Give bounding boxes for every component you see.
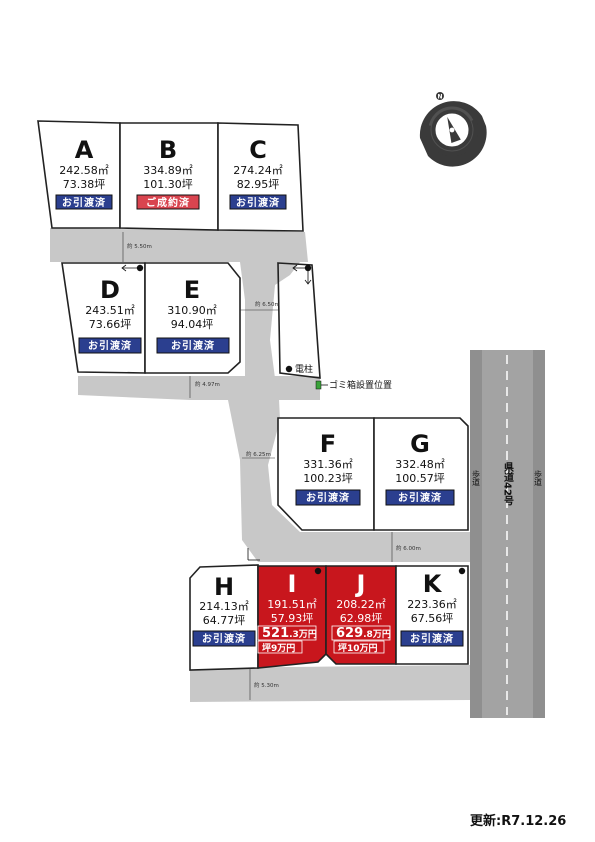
lot-K-status-badge: お引渡済 <box>400 630 464 647</box>
lot-C-letter: C <box>249 136 267 164</box>
lot-C-status-badge: お引渡済 <box>229 194 287 210</box>
lot-I-area-tsubo: 57.93坪 <box>271 612 314 625</box>
lot-letters: A B C D E F G H I J K <box>75 136 443 601</box>
price-tags: 521.3万円 坪9万円 629.8万円 坪10万円 <box>257 625 391 654</box>
lot-E-letter: E <box>184 276 200 304</box>
lot-K-area-sqm: 223.36㎡ <box>407 598 457 611</box>
svg-text:お引渡済: お引渡済 <box>306 491 350 504</box>
lot-corner-parcel-outline <box>277 262 321 379</box>
lot-areas: 242.58㎡ 73.38坪 334.89㎡ 101.30坪 274.24㎡ 8… <box>59 164 457 627</box>
lot-C-area-sqm: 274.24㎡ <box>233 164 283 177</box>
svg-text:お引渡済: お引渡済 <box>236 196 280 209</box>
lot-F-letter: F <box>320 430 336 458</box>
lot-A-area-sqm: 242.58㎡ <box>59 164 109 177</box>
road-center-vertical <box>210 378 470 562</box>
map-labels: 電柱 ゴミ箱設置位置 <box>295 363 392 391</box>
lot-G-area-tsubo: 100.57坪 <box>395 472 445 485</box>
road-width-center: 約 6.25m <box>246 450 271 458</box>
lot-I-price: 521.3万円 坪9万円 <box>257 625 317 654</box>
lot-H-status-badge: お引渡済 <box>192 630 256 647</box>
road-width-lower: 約 6.00m <box>396 544 421 552</box>
road-top <box>50 228 308 262</box>
lot-I-area-sqm: 191.51㎡ <box>267 598 317 611</box>
road-middle-vertical <box>240 262 300 378</box>
lot-J-area-tsubo: 62.98坪 <box>340 612 383 625</box>
lot-D-area-tsubo: 73.66坪 <box>89 318 132 331</box>
lot-J-letter: J <box>355 570 366 598</box>
lot-H-area-tsubo: 64.77坪 <box>203 614 246 627</box>
utility-pole-label: 電柱 <box>295 363 313 375</box>
lot-H-letter: H <box>214 573 234 601</box>
svg-text:629.8万円: 629.8万円 <box>336 626 391 641</box>
svg-text:お引渡済: お引渡済 <box>171 339 215 352</box>
road-width-bottom: 約 5.30m <box>254 681 279 689</box>
prefectural-road <box>470 350 545 718</box>
lot-A-letter: A <box>75 136 94 164</box>
lot-B-area-sqm: 334.89㎡ <box>143 164 193 177</box>
road-width-middle-top: 約 6.50m <box>255 300 280 308</box>
svg-text:お引渡済: お引渡済 <box>202 632 246 645</box>
road-width-top: 約 5.50m <box>127 242 152 250</box>
svg-text:N: N <box>438 94 443 101</box>
svg-text:お引渡済: お引渡済 <box>410 632 454 645</box>
svg-text:521.3万円: 521.3万円 <box>262 626 317 641</box>
road-middle-horizontal <box>78 376 320 400</box>
lot-F-status-badge: お引渡済 <box>295 489 361 506</box>
highway-labels: 歩道 県道42号 歩道 <box>472 461 543 507</box>
lot-B-letter: B <box>159 136 177 164</box>
lot-J-area-sqm: 208.22㎡ <box>336 598 386 611</box>
lot-F-area-tsubo: 100.23坪 <box>303 472 353 485</box>
lot-E-area-sqm: 310.90㎡ <box>167 304 217 317</box>
lot-E-area-tsubo: 94.04坪 <box>171 318 214 331</box>
lot-H-area-sqm: 214.13㎡ <box>199 600 249 613</box>
road-width-middle-left: 約 4.97m <box>195 380 220 388</box>
svg-text:坪9万円: 坪9万円 <box>262 642 295 654</box>
lot-D-status-badge: お引渡済 <box>78 337 142 354</box>
boundary-markers <box>121 264 466 575</box>
lot-G-status-badge: お引渡済 <box>385 489 455 506</box>
lot-A-status-badge: お引渡済 <box>55 194 113 210</box>
road-width-labels: 約 5.50m 約 6.50m 約 4.97m 約 6.25m 約 6.00m … <box>122 232 421 700</box>
compass-icon: N <box>419 92 487 167</box>
update-date: 更新:R7.12.26 <box>470 814 567 829</box>
lot-D-area-sqm: 243.51㎡ <box>85 304 135 317</box>
lot-I-letter: I <box>288 570 297 598</box>
lot-G-area-sqm: 332.48㎡ <box>395 458 445 471</box>
road-bottom <box>190 665 470 702</box>
lot-G-letter: G <box>410 430 430 458</box>
lot-A-area-tsubo: 73.38坪 <box>63 178 106 191</box>
lot-F-area-sqm: 331.36㎡ <box>303 458 353 471</box>
svg-text:お引渡済: お引渡済 <box>88 339 132 352</box>
lot-K-letter: K <box>423 570 443 598</box>
lot-D-letter: D <box>100 276 120 304</box>
svg-text:お引渡済: お引渡済 <box>398 491 442 504</box>
lot-C-area-tsubo: 82.95坪 <box>237 178 280 191</box>
sidewalk-right-label: 歩道 <box>534 469 543 487</box>
marker-lot-K <box>458 567 466 575</box>
internal-roads <box>50 228 470 702</box>
prefectural-road-label: 県道42号 <box>502 461 514 507</box>
lot-J-price: 629.8万円 坪10万円 <box>331 625 391 654</box>
status-badges: お引渡済 ご成約済 お引渡済 お引渡済 お引渡済 お引渡済 お引渡済 お引渡済 <box>55 194 464 647</box>
lot-K-area-tsubo: 67.56坪 <box>411 612 454 625</box>
garbage-label: ゴミ箱設置位置 <box>329 379 392 391</box>
svg-text:坪10万円: 坪10万円 <box>338 642 378 654</box>
lot-B-status-badge: ご成約済 <box>136 194 200 210</box>
lot-E-status-badge: お引渡済 <box>156 337 230 354</box>
svg-text:ご成約済: ご成約済 <box>146 196 190 209</box>
marker-lot-D <box>136 264 144 272</box>
utility-pole-marker <box>285 365 293 373</box>
marker-lot-I <box>314 567 322 575</box>
sidewalk-left-label: 歩道 <box>472 469 481 487</box>
lot-B-area-tsubo: 101.30坪 <box>143 178 193 191</box>
garbage-marker <box>315 380 322 390</box>
svg-text:お引渡済: お引渡済 <box>62 196 106 209</box>
